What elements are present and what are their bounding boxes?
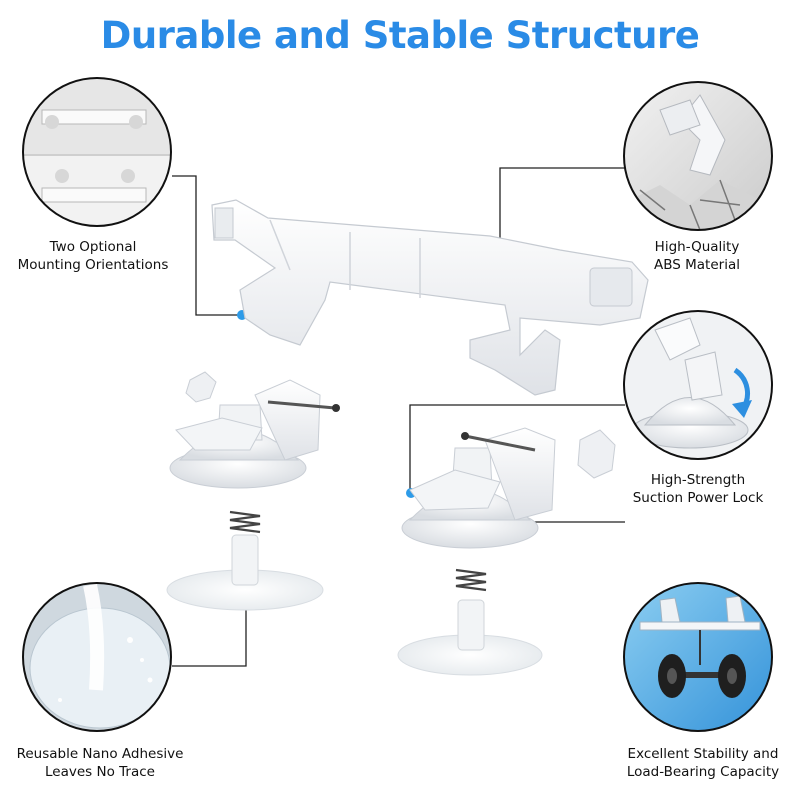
bracket-body — [211, 199, 649, 396]
connector-lines — [172, 167, 625, 667]
connector-adhesive — [172, 600, 247, 667]
left-suction-mount — [169, 371, 340, 489]
connector-abs — [499, 167, 625, 255]
page-title: Durable and Stable Structure — [100, 14, 700, 57]
stability-image — [624, 583, 772, 731]
left-adhesive-pad — [166, 510, 324, 611]
right-suction-mount — [401, 427, 616, 549]
connector-orientations — [172, 175, 242, 316]
right-adhesive-pad — [397, 568, 543, 676]
connector-suction — [409, 404, 625, 492]
abs-image — [624, 82, 772, 230]
adhesive-image — [23, 583, 171, 731]
suction-image — [624, 311, 772, 459]
